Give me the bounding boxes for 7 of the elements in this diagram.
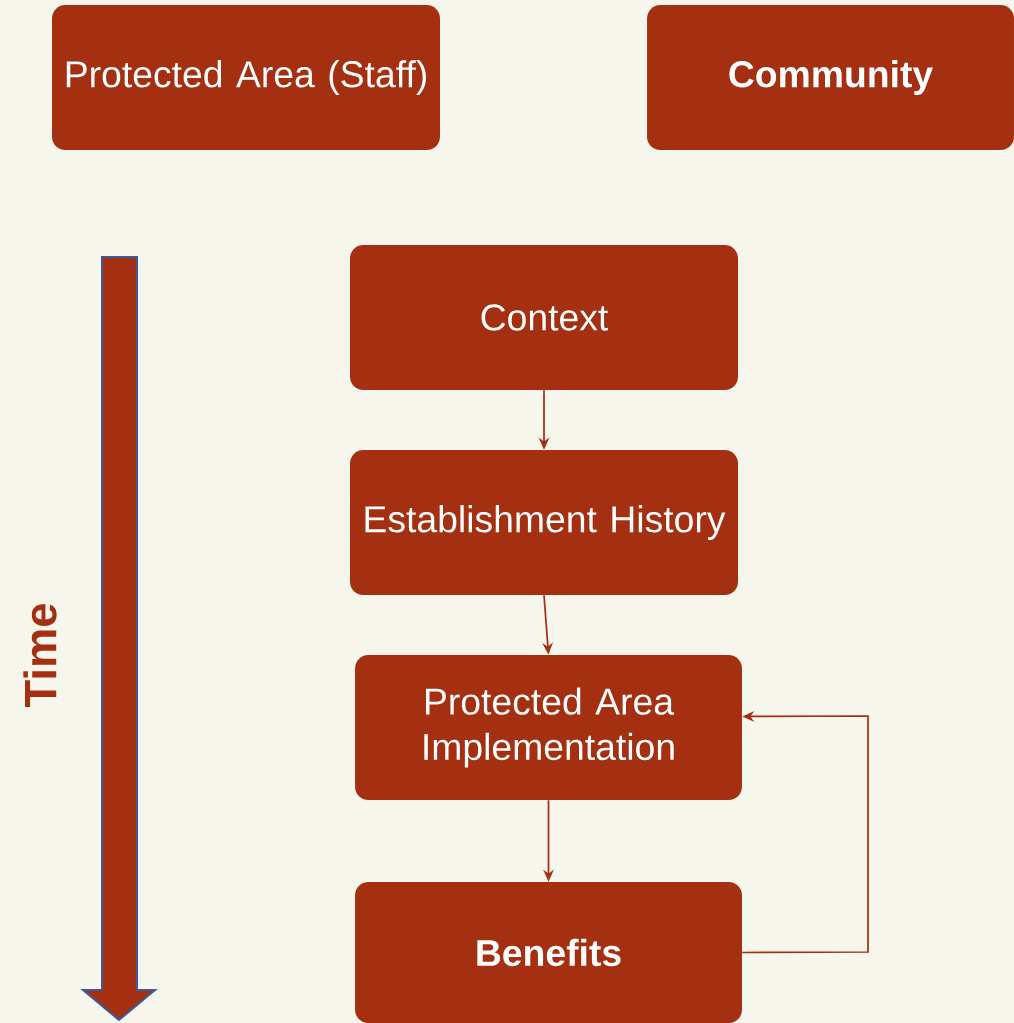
time-label: Time <box>23 604 57 707</box>
process-box: Establishment History <box>350 449 738 596</box>
process-box: Context <box>350 244 738 391</box>
process-box: Protected Area Implementation <box>355 654 742 801</box>
process-box: Protected Area (Staff) <box>52 4 440 151</box>
process-box: Benefits <box>355 881 742 1023</box>
process-box: Community <box>647 4 1014 151</box>
